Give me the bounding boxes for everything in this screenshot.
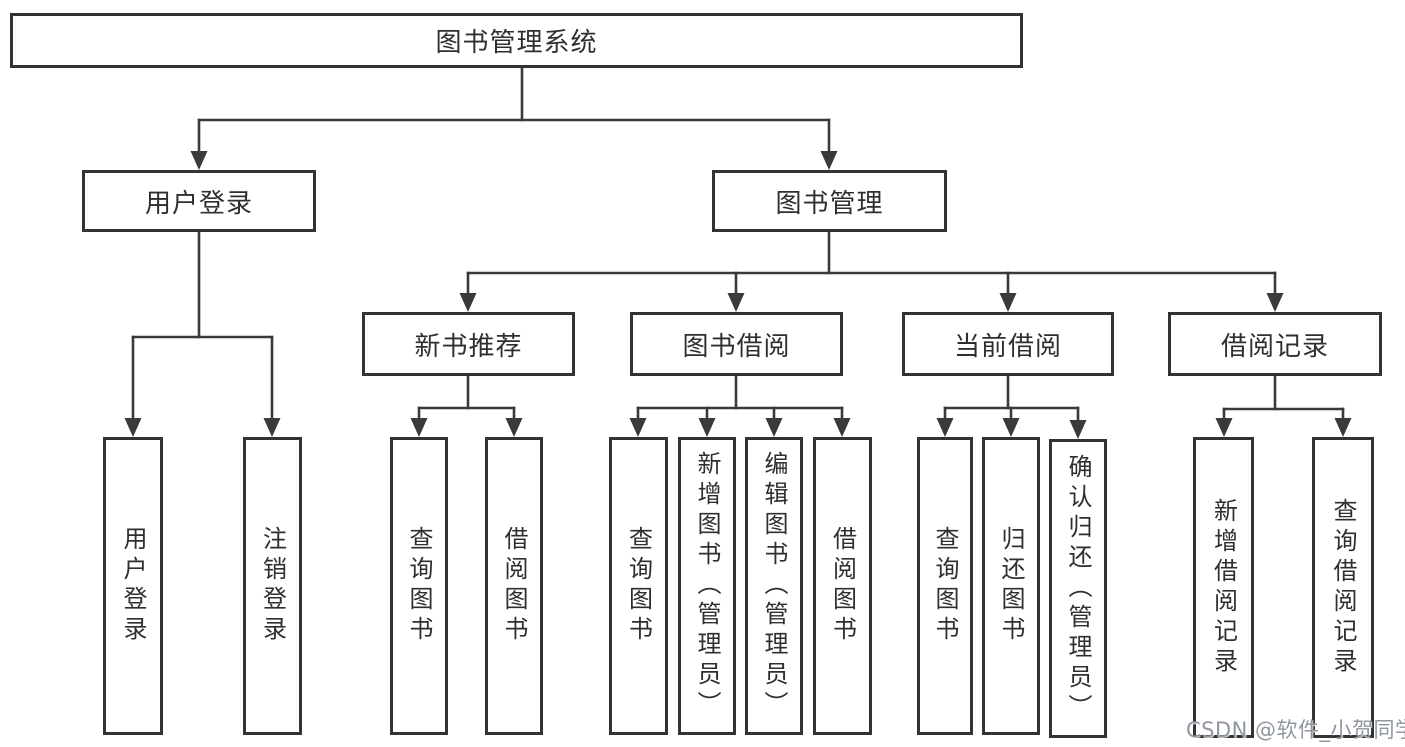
leaf-logout: 注销登录: [243, 437, 302, 735]
node-label: 查询图书: [624, 526, 653, 646]
leaf-records-query-record: 查询借阅记录: [1312, 437, 1374, 738]
node-label: 查询图书: [405, 526, 433, 646]
node-label: 新增借阅记录: [1209, 497, 1238, 678]
node-label: 图书借阅: [682, 331, 791, 362]
node-label: 当前借阅: [953, 331, 1062, 362]
node-label: 注销登录: [258, 526, 287, 646]
leaf-borrow-add-books-admin: 新增图书（管理员）: [678, 437, 736, 735]
node-label: 归还图书: [997, 526, 1025, 646]
node-label: 图书管理: [775, 188, 884, 219]
edge-book-borrow-to-leaves: [629, 374, 851, 437]
node-label: 新增图书（管理员）: [693, 451, 721, 721]
node-current-borrow: 当前借阅: [902, 312, 1114, 376]
node-label: 借阅图书: [828, 526, 857, 646]
node-label: 确认归还（管理员）: [1064, 453, 1092, 724]
edge-new-book-recommend-to-leaves: [410, 374, 523, 437]
node-label: 编辑图书（管理员）: [760, 451, 788, 721]
leaf-current-confirm-return-admin: 确认归还（管理员）: [1049, 439, 1107, 738]
node-new-book-recommend: 新书推荐: [362, 312, 575, 376]
node-label: 用户登录: [119, 526, 147, 646]
node-label: 借阅记录: [1220, 331, 1329, 362]
leaf-borrow-edit-books-admin: 编辑图书（管理员）: [745, 437, 803, 735]
leaf-records-add-record: 新增借阅记录: [1193, 437, 1254, 738]
edge-borrow-records-to-leaves: [1215, 374, 1352, 437]
node-label: 借阅图书: [500, 526, 528, 646]
node-label: 查询图书: [931, 526, 959, 646]
node-label: 用户登录: [144, 188, 253, 219]
node-root: 图书管理系统: [10, 13, 1023, 68]
leaf-recommend-query-books: 查询图书: [390, 437, 448, 735]
leaf-user-login: 用户登录: [103, 437, 163, 735]
node-label: 图书管理系统: [435, 28, 598, 58]
leaf-current-return-books: 归还图书: [982, 437, 1040, 735]
node-book-management: 图书管理: [712, 170, 947, 232]
node-label: 新书推荐: [414, 331, 523, 362]
leaf-recommend-borrow-books: 借阅图书: [485, 437, 543, 735]
node-label: 查询借阅记录: [1329, 497, 1357, 678]
edge-root-to-level2: [190, 66, 838, 170]
csdn-watermark: CSDN @软件_小贺同学: [1186, 718, 1405, 742]
node-user-login: 用户登录: [82, 170, 316, 232]
node-book-borrow: 图书借阅: [630, 312, 843, 376]
edge-current-borrow-to-leaves: [936, 374, 1087, 439]
edge-user-login-to-leaves: [124, 230, 281, 437]
leaf-borrow-query-books: 查询图书: [609, 437, 668, 735]
leaf-borrow-borrow-books: 借阅图书: [813, 437, 872, 735]
edge-book-management-to-level3: [459, 230, 1284, 312]
node-borrow-records: 借阅记录: [1168, 312, 1382, 376]
leaf-current-query-books: 查询图书: [917, 437, 973, 735]
